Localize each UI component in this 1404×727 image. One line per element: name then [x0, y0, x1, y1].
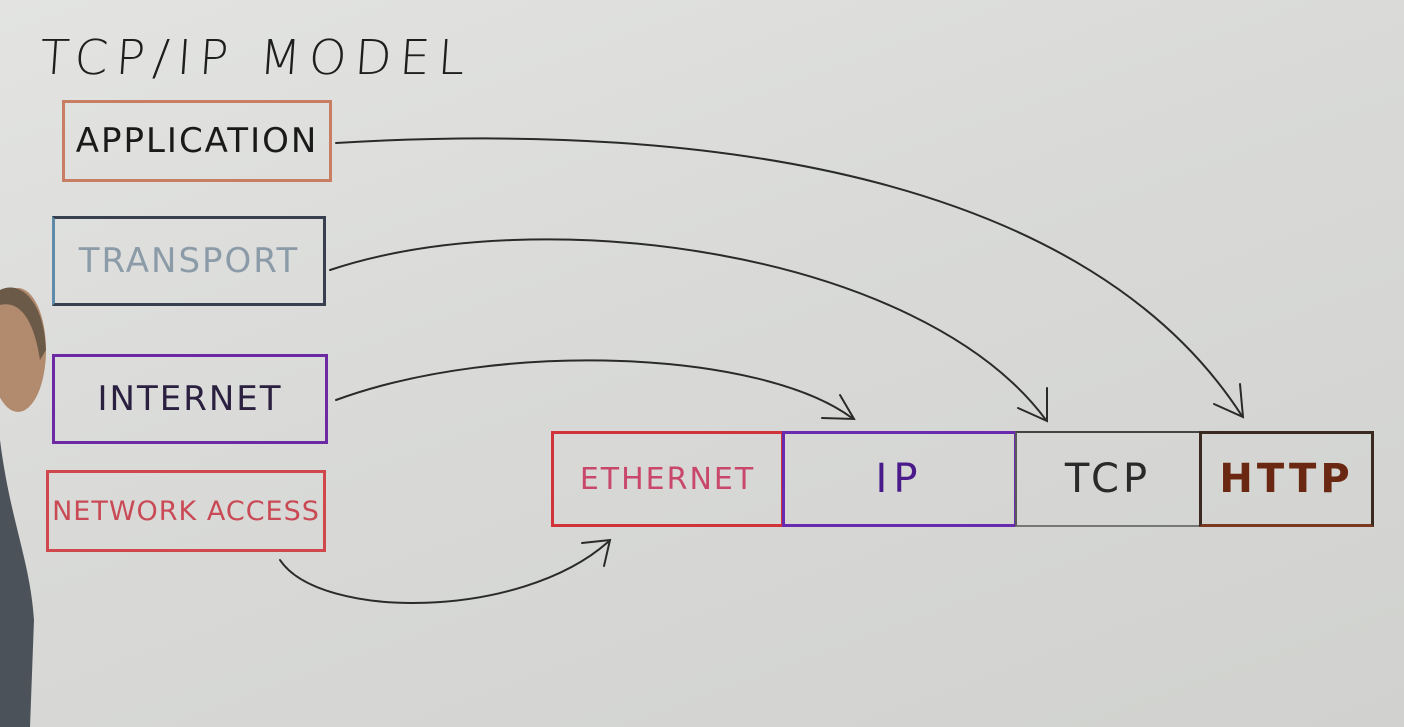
internet-layer-box: INTERNET — [52, 354, 328, 444]
presenter-hair — [0, 287, 46, 360]
arrow-internet-to-ip — [335, 359, 853, 419]
arrowhead-ethernet — [581, 538, 612, 567]
ip-label: IP — [875, 456, 924, 502]
internet-layer-label: INTERNET — [97, 379, 283, 419]
http-label: HTTP — [1219, 456, 1354, 502]
transport-layer-box: TRANSPORT — [52, 216, 326, 306]
arrowhead-http — [1213, 383, 1245, 419]
network-access-layer-box: NETWORK ACCESS — [46, 470, 326, 552]
application-layer-box: APPLICATION — [62, 100, 332, 182]
ip-cell: IP — [782, 431, 1017, 527]
presenter-figure — [0, 287, 46, 727]
transport-layer-label: TRANSPORT — [78, 241, 300, 281]
ethernet-cell: ETHERNET — [551, 431, 784, 527]
presenter-shirt — [0, 440, 34, 727]
arrow-network-access-to-ethernet — [279, 541, 609, 604]
arrow-transport-to-tcp — [329, 238, 1047, 421]
application-layer-label: APPLICATION — [75, 121, 319, 161]
arrow-application-to-http — [335, 137, 1243, 417]
tcp-label: TCP — [1064, 456, 1152, 502]
network-access-layer-label: NETWORK ACCESS — [52, 495, 320, 527]
http-cell: HTTP — [1199, 431, 1374, 527]
arrowhead-tcp — [1017, 387, 1048, 423]
ethernet-label: ETHERNET — [579, 461, 756, 497]
arrowhead-ip — [821, 394, 856, 421]
